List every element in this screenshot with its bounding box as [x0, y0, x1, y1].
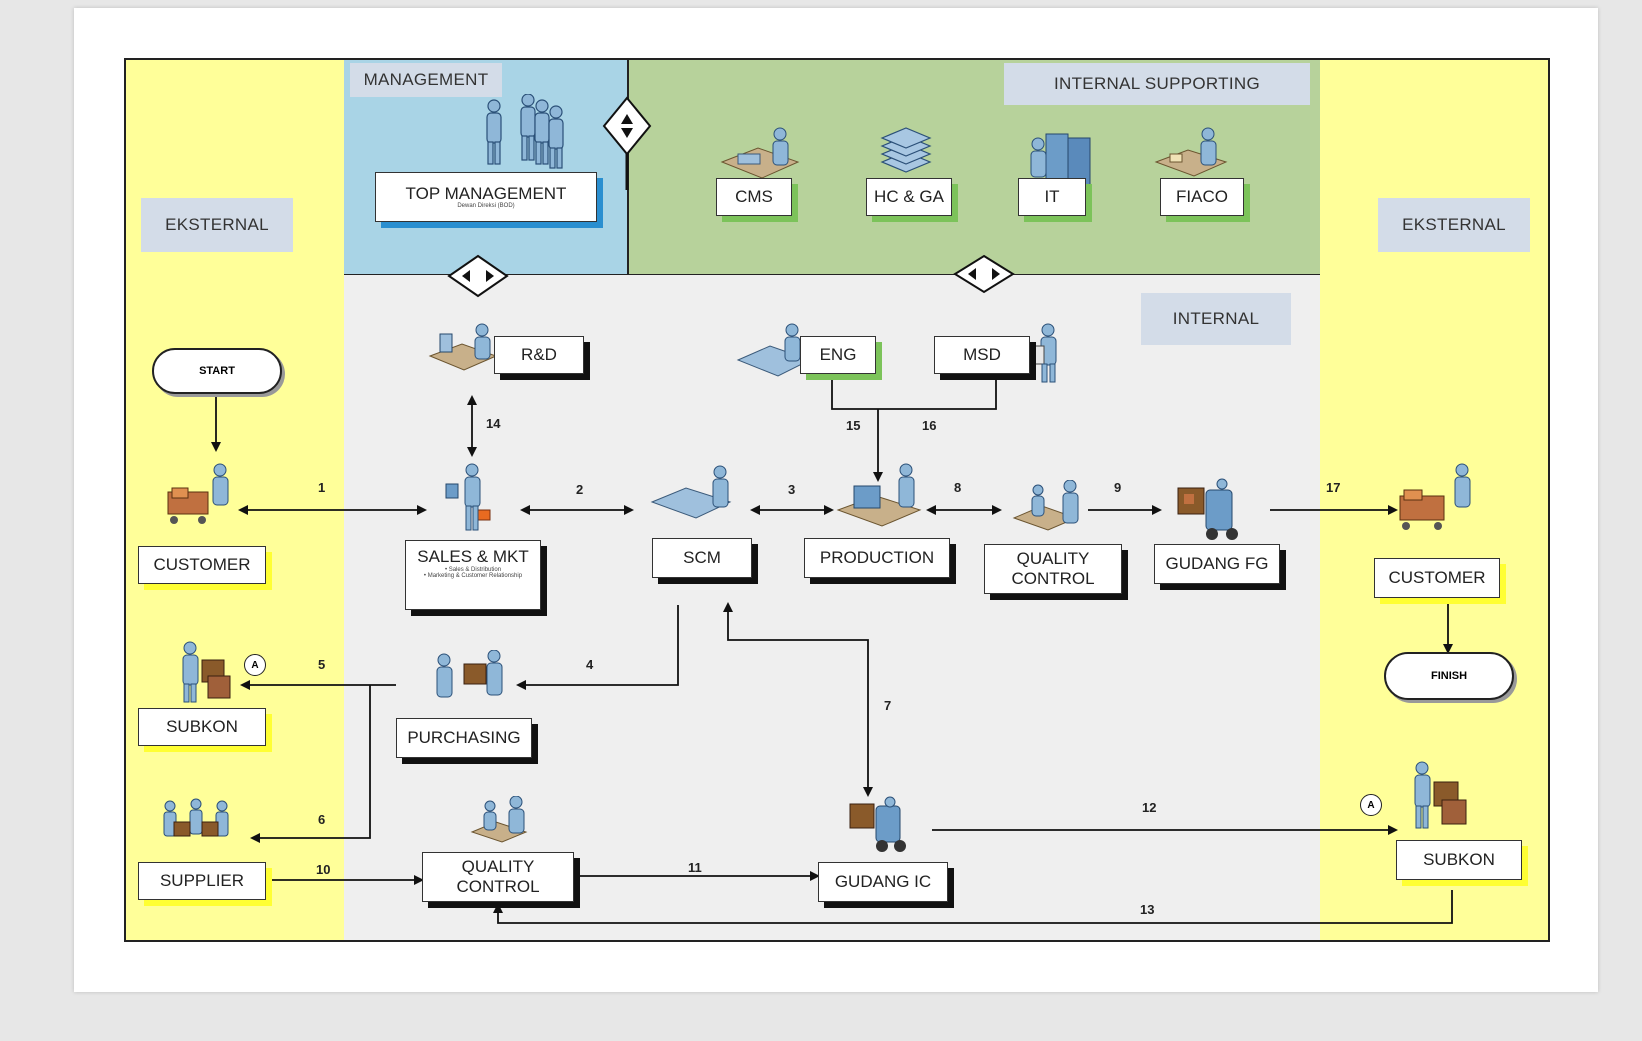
- cms-worker-icon: [720, 127, 800, 179]
- flow-number-2: 2: [576, 482, 584, 497]
- start-label: START: [199, 365, 235, 377]
- supplier-box: SUPPLIER: [138, 862, 266, 900]
- top-management-sublabel: Dewan Direksi (BOD): [457, 203, 515, 210]
- flow-number-3: 3: [788, 482, 796, 497]
- engineer-drafting-icon: [736, 323, 812, 377]
- internal-label: INTERNAL: [1141, 293, 1291, 345]
- sales-mkt-label: SALES & MKT: [417, 547, 529, 566]
- top-management-label: TOP MANAGEMENT: [405, 183, 567, 203]
- rnd-box: R&D: [494, 336, 584, 374]
- server-rack-icon: [1030, 133, 1091, 187]
- forklift-icon: [1177, 478, 1238, 540]
- scm-planning-icon: [650, 465, 732, 519]
- scm-label: SCM: [683, 548, 721, 568]
- sales-person-icon: [445, 463, 491, 531]
- quality-control-incoming-box: QUALITY CONTROL: [422, 852, 574, 902]
- flow-number-1: 1: [318, 480, 326, 495]
- production-worker-icon: [836, 463, 922, 527]
- subkon-right-box: SUBKON: [1396, 840, 1522, 880]
- quality-inspector-icon: [1012, 480, 1079, 531]
- quality-control-label-line1: QUALITY: [1016, 549, 1090, 569]
- forklift-icon: [849, 796, 906, 852]
- finish-terminator: FINISH: [1384, 652, 1514, 700]
- connector-a-right: A: [1360, 794, 1382, 816]
- connector-a-right-label: A: [1367, 799, 1375, 811]
- executives-icon: [486, 94, 564, 169]
- hc-ga-label: HC & GA: [874, 187, 944, 207]
- msd-clipboard-icon: [1029, 323, 1057, 383]
- cms-label: CMS: [735, 187, 773, 207]
- customer-cart-icon: [1399, 463, 1471, 530]
- rnd-label: R&D: [521, 345, 557, 365]
- lab-microscope-icon: [428, 323, 498, 371]
- quality-control-incoming-label-line1: QUALITY: [461, 857, 535, 877]
- management-label: MANAGEMENT: [350, 63, 502, 97]
- flow-number-12: 12: [1142, 800, 1157, 815]
- production-box: PRODUCTION: [804, 538, 950, 578]
- connector-a-left-label: A: [251, 659, 259, 671]
- msd-label: MSD: [963, 345, 1001, 365]
- fiaco-box: FIACO: [1160, 178, 1244, 216]
- sales-mkt-box: SALES & MKT • Sales & Distribution • Mar…: [405, 540, 541, 610]
- flow-number-4: 4: [586, 657, 594, 672]
- external-left-label: EKSTERNAL: [141, 198, 293, 252]
- flow-number-10: 10: [316, 862, 331, 877]
- gudang-fg-label: GUDANG FG: [1165, 554, 1269, 574]
- flow-number-15: 15: [846, 418, 861, 433]
- customer-left-label: CUSTOMER: [153, 555, 251, 575]
- external-right-label: EKSTERNAL: [1378, 198, 1530, 252]
- top-management-box: TOP MANAGEMENT Dewan Direksi (BOD): [375, 172, 597, 222]
- purchasing-handshake-icon: [436, 650, 503, 698]
- gudang-ic-box: GUDANG IC: [818, 862, 948, 902]
- it-label: IT: [1044, 187, 1060, 207]
- subcontractor-icon: [182, 641, 231, 703]
- subkon-left-label: SUBKON: [166, 717, 238, 737]
- finance-worker-icon: [1154, 127, 1228, 177]
- connector-a-left: A: [244, 654, 266, 676]
- finish-label: FINISH: [1430, 670, 1468, 682]
- supplier-group-icon: [163, 798, 229, 837]
- it-box: IT: [1018, 178, 1086, 216]
- gudang-fg-box: GUDANG FG: [1154, 544, 1280, 584]
- quality-inspector-icon: [470, 796, 528, 843]
- internal-supporting-label: INTERNAL SUPPORTING: [1004, 63, 1310, 105]
- quality-control-incoming-label-line2: CONTROL: [456, 877, 540, 896]
- flow-number-14: 14: [486, 416, 501, 431]
- purchasing-box: PURCHASING: [396, 718, 532, 758]
- flow-number-16: 16: [922, 418, 937, 433]
- msd-box: MSD: [934, 336, 1030, 374]
- hc-ga-box: HC & GA: [866, 178, 952, 216]
- customer-right-box: CUSTOMER: [1374, 558, 1500, 598]
- eng-box: ENG: [800, 336, 876, 374]
- subkon-left-box: SUBKON: [138, 708, 266, 746]
- cms-box: CMS: [716, 178, 792, 216]
- purchasing-label: PURCHASING: [407, 728, 521, 748]
- eng-label: ENG: [819, 345, 857, 365]
- gudang-ic-label: GUDANG IC: [834, 872, 932, 892]
- sales-sublabel-1: • Sales & Distribution: [444, 566, 502, 573]
- quality-control-box: QUALITY CONTROL: [984, 544, 1122, 594]
- fiaco-label: FIACO: [1176, 187, 1228, 207]
- subkon-right-label: SUBKON: [1423, 850, 1495, 870]
- flow-number-9: 9: [1114, 480, 1122, 495]
- sales-sublabel-2: • Marketing & Customer Relationship: [423, 573, 523, 580]
- scm-box: SCM: [652, 538, 752, 578]
- subcontractor-icon: [1414, 761, 1467, 829]
- documents-stack-icon: [880, 127, 932, 173]
- customer-right-label: CUSTOMER: [1388, 568, 1486, 588]
- production-label: PRODUCTION: [819, 548, 935, 568]
- flow-number-8: 8: [954, 480, 962, 495]
- customer-cart-icon: [167, 463, 229, 524]
- start-terminator: START: [152, 348, 282, 394]
- flow-number-17: 17: [1326, 480, 1341, 495]
- supplier-label: SUPPLIER: [159, 871, 245, 891]
- flow-number-11: 11: [688, 860, 702, 875]
- flow-number-5: 5: [318, 657, 326, 672]
- flow-number-7: 7: [884, 698, 892, 713]
- flow-number-6: 6: [318, 812, 326, 827]
- quality-control-label-line2: CONTROL: [1011, 569, 1095, 588]
- flow-number-13: 13: [1140, 902, 1155, 917]
- customer-left-box: CUSTOMER: [138, 546, 266, 584]
